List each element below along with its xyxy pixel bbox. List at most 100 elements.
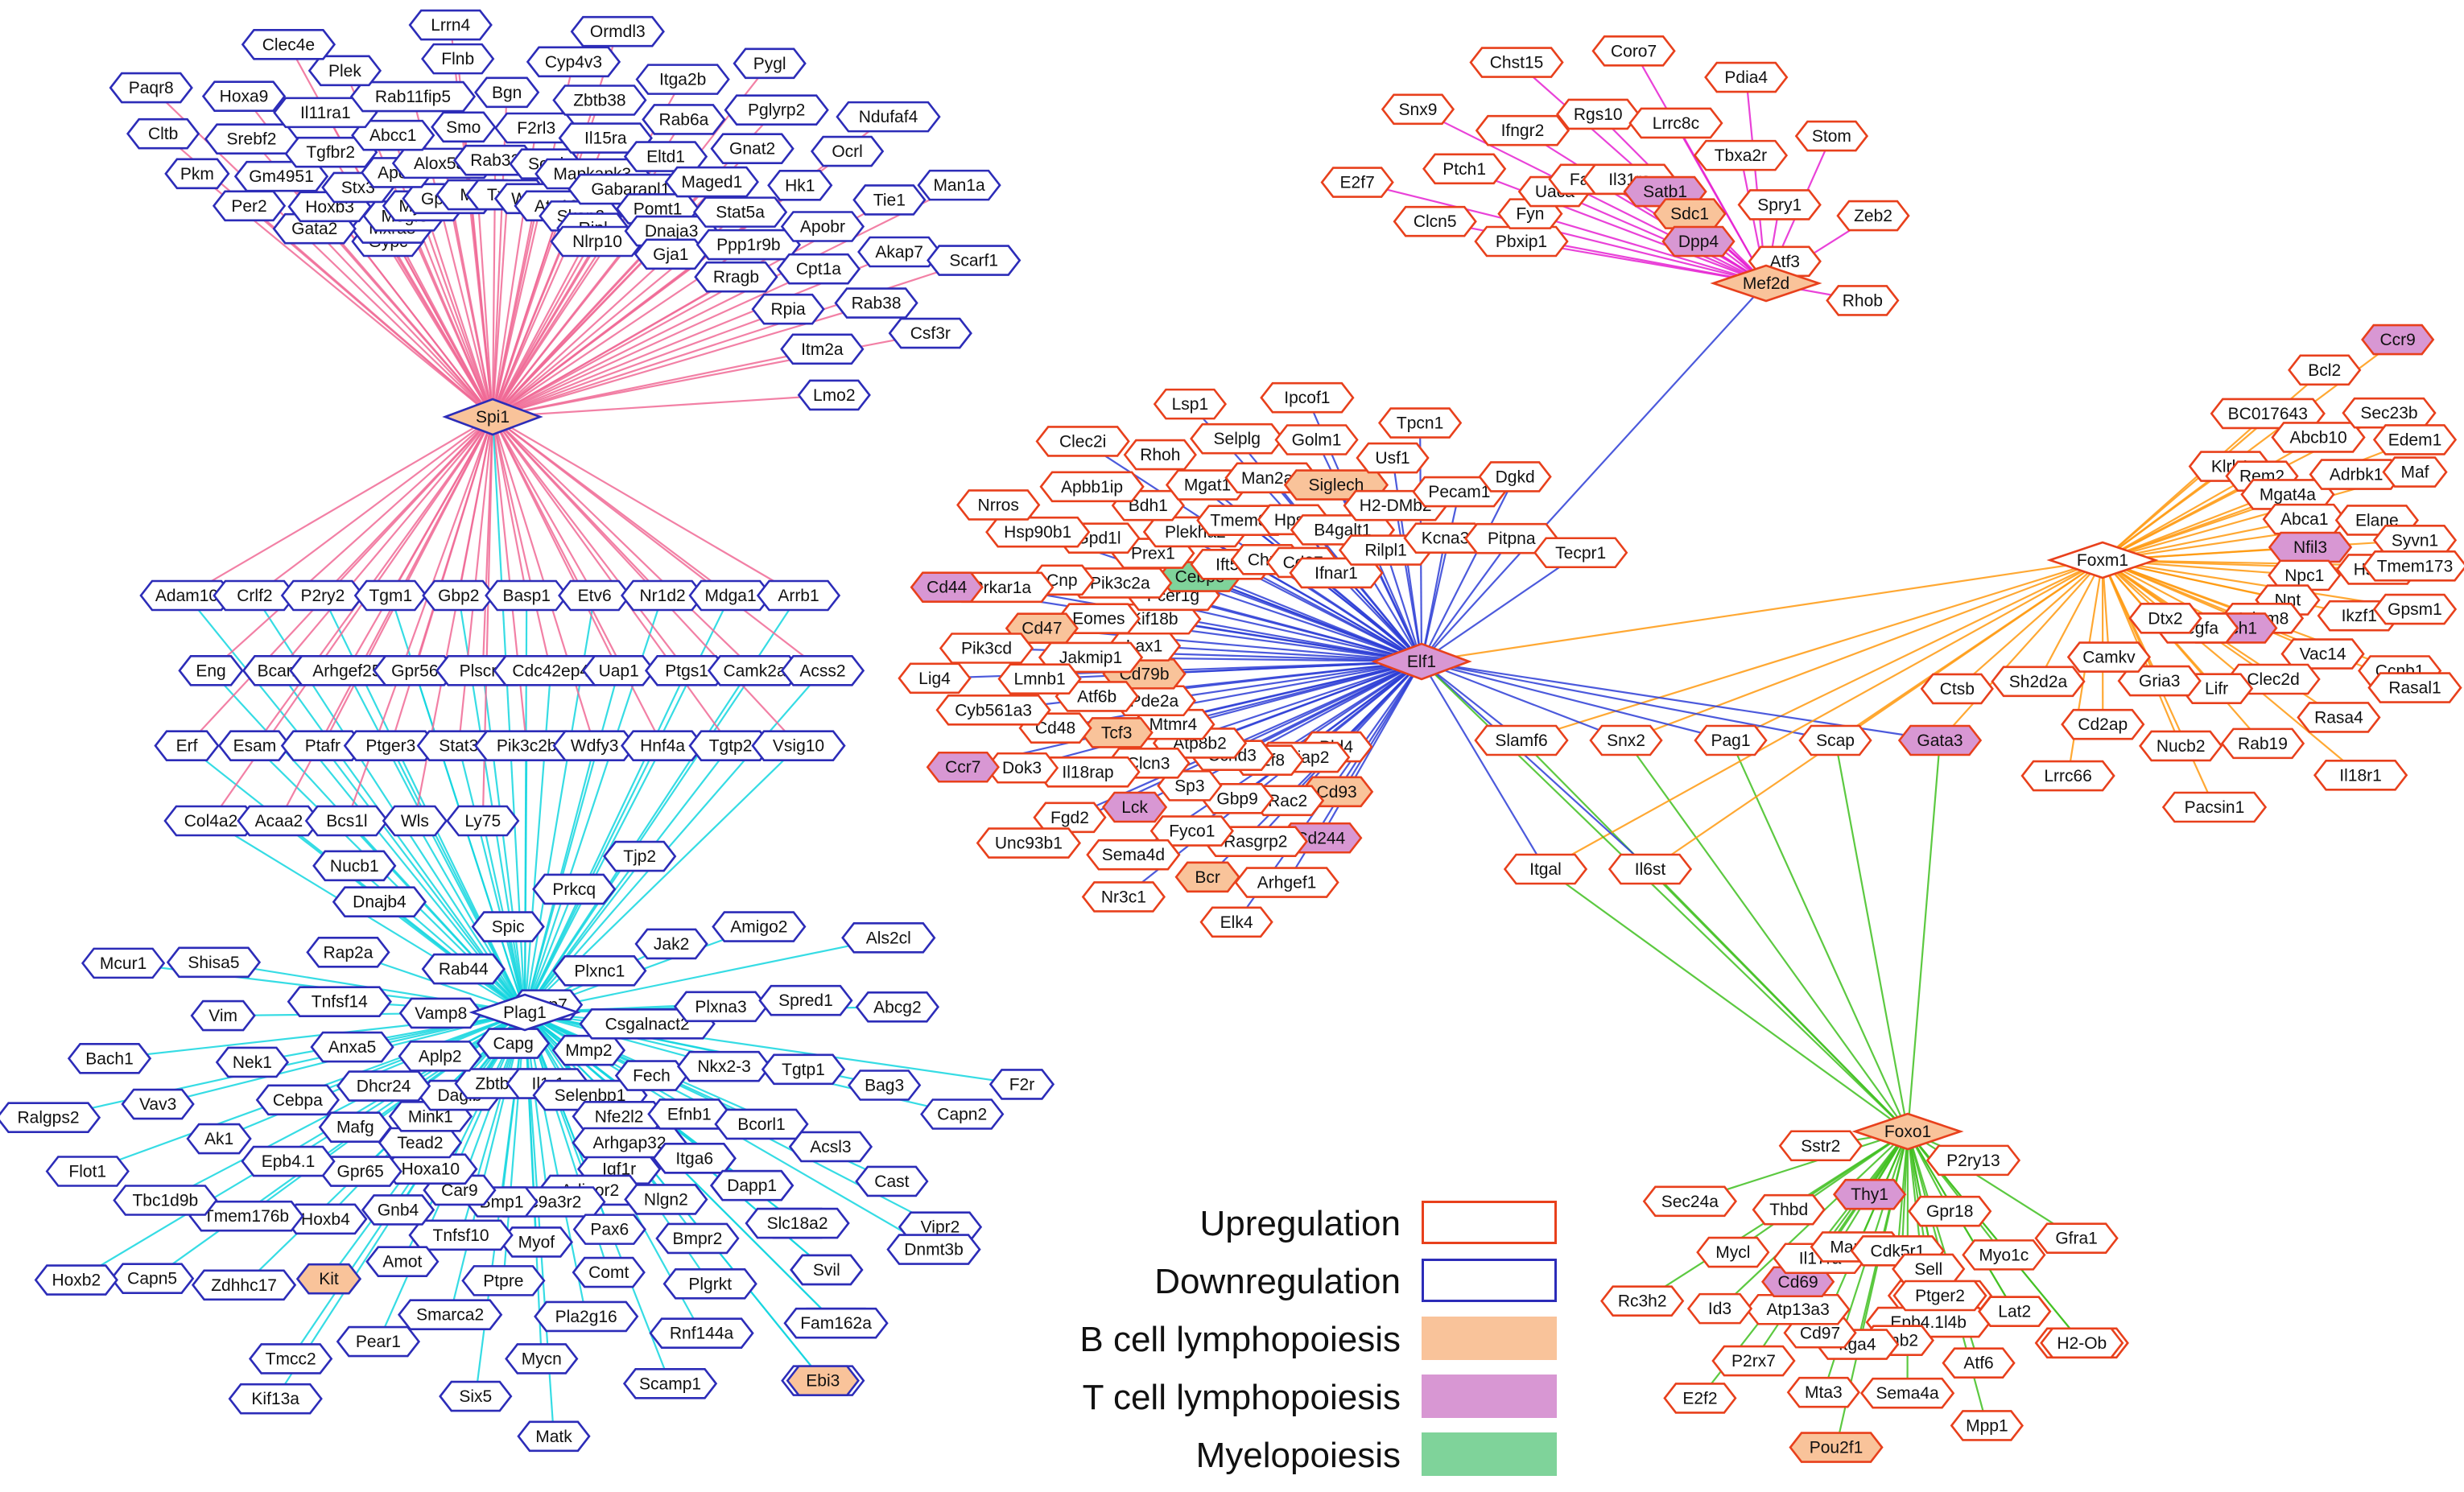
gene-node-bc017643[interactable]: BC017643 bbox=[2210, 398, 2326, 430]
gene-node-kit[interactable]: Kit bbox=[295, 1263, 362, 1295]
gene-node-rab19[interactable]: Rab19 bbox=[2220, 727, 2305, 760]
gene-node-tnfsf14[interactable]: Tnfsf14 bbox=[287, 986, 392, 1017]
gene-node-man1a[interactable]: Man1a bbox=[917, 169, 1001, 201]
gene-node-il6st[interactable]: Il6st bbox=[1608, 853, 1693, 885]
gene-node-ptch1[interactable]: Ptch1 bbox=[1422, 153, 1507, 185]
gene-node-itm2a[interactable]: Itm2a bbox=[780, 333, 865, 365]
gene-node-arhgap32[interactable]: Arhgap32 bbox=[572, 1127, 687, 1159]
gene-node-hoxb4[interactable]: Hoxb4 bbox=[283, 1203, 368, 1235]
gene-node-bcl2[interactable]: Bcl2 bbox=[2288, 354, 2362, 386]
gene-node-e2f7[interactable]: E2f7 bbox=[1320, 167, 1394, 198]
gene-node-tbc1d9b[interactable]: Tbc1d9b bbox=[113, 1185, 218, 1216]
gene-node-ptpre[interactable]: Ptpre bbox=[461, 1265, 546, 1296]
gene-node-cd69[interactable]: Cd69 bbox=[1761, 1266, 1835, 1298]
gene-node-csf3r[interactable]: Csf3r bbox=[888, 317, 972, 349]
gene-node-etv6[interactable]: Etv6 bbox=[558, 579, 632, 612]
gene-node-stat3[interactable]: Stat3 bbox=[416, 730, 501, 761]
gene-node-pkm[interactable]: Pkm bbox=[164, 158, 230, 190]
gene-node-bmpr2[interactable]: Bmpr2 bbox=[655, 1222, 740, 1255]
gene-node-syvn1[interactable]: Syvn1 bbox=[2372, 524, 2458, 556]
gene-node-rc3h2[interactable]: Rc3h2 bbox=[1600, 1285, 1685, 1317]
gene-node-arrb1[interactable]: Arrb1 bbox=[756, 579, 841, 612]
gene-node-ccr7[interactable]: Ccr7 bbox=[926, 751, 1000, 783]
gene-node-dtx2[interactable]: Dtx2 bbox=[2128, 603, 2202, 634]
gene-node-eng[interactable]: Eng bbox=[178, 655, 244, 686]
gene-node-abcc1[interactable]: Abcc1 bbox=[351, 119, 435, 151]
gene-node-lat2[interactable]: Lat2 bbox=[1978, 1296, 2052, 1327]
gene-node-cd47[interactable]: Cd47 bbox=[1005, 612, 1079, 645]
gene-node-sell[interactable]: Sell bbox=[1892, 1253, 1966, 1285]
gene-node-ak1[interactable]: Ak1 bbox=[186, 1123, 252, 1155]
gene-node-atf6[interactable]: Atf6 bbox=[1942, 1347, 2016, 1379]
gene-node-lrrc66[interactable]: Lrrc66 bbox=[2020, 760, 2115, 792]
gene-node-pitpna[interactable]: Pitpna bbox=[1464, 522, 1559, 554]
gene-node-gbp2[interactable]: Gbp2 bbox=[422, 579, 496, 612]
gene-node-nr1d2[interactable]: Nr1d2 bbox=[620, 579, 705, 612]
gene-node-mycn[interactable]: Mycn bbox=[505, 1343, 579, 1375]
gene-node-rragb[interactable]: Rragb bbox=[694, 261, 778, 293]
gene-node-mcur1[interactable]: Mcur1 bbox=[80, 947, 166, 979]
gene-node-gpr18[interactable]: Gpr18 bbox=[1908, 1195, 1992, 1227]
gene-node-sstr2[interactable]: Sstr2 bbox=[1778, 1130, 1863, 1162]
gene-node-paqr8[interactable]: Paqr8 bbox=[109, 72, 193, 104]
gene-node-capn2[interactable]: Capn2 bbox=[920, 1098, 1005, 1130]
gene-node-pear1[interactable]: Pear1 bbox=[336, 1325, 421, 1358]
gene-node-clcn5[interactable]: Clcn5 bbox=[1393, 205, 1477, 237]
gene-node-il18r1[interactable]: Il18r1 bbox=[2313, 759, 2408, 791]
gene-node-cast[interactable]: Cast bbox=[855, 1165, 929, 1197]
gene-node-sh2d2a[interactable]: Sh2d2a bbox=[1991, 666, 2086, 698]
gene-node-pdia4[interactable]: Pdia4 bbox=[1704, 61, 1789, 93]
gene-node-mmp2[interactable]: Mmp2 bbox=[551, 1034, 626, 1066]
gene-node-bcorl1[interactable]: Bcorl1 bbox=[714, 1108, 809, 1140]
gene-node-nrros[interactable]: Nrros bbox=[956, 489, 1041, 521]
gene-node-slamf6[interactable]: Slamf6 bbox=[1474, 724, 1569, 756]
gene-node-apobr[interactable]: Apobr bbox=[780, 211, 865, 242]
gene-node-p2ry2[interactable]: P2ry2 bbox=[280, 579, 365, 612]
gene-node-unc93b1[interactable]: Unc93b1 bbox=[976, 827, 1082, 859]
gene-node-six5[interactable]: Six5 bbox=[439, 1380, 513, 1412]
gene-node-p2ry13[interactable]: P2ry13 bbox=[1925, 1144, 2021, 1177]
gene-node-h2-ob[interactable]: H2-Ob bbox=[2040, 1327, 2124, 1359]
gene-node-stom[interactable]: Stom bbox=[1794, 120, 1869, 152]
gene-node-hk1[interactable]: Hk1 bbox=[767, 169, 833, 201]
gene-node-tmem176b[interactable]: Tmem176b bbox=[188, 1200, 304, 1232]
gene-node-dpp4[interactable]: Dpp4 bbox=[1661, 225, 1736, 258]
gene-node-adam10[interactable]: Adam10 bbox=[139, 579, 234, 612]
gene-node-rab38[interactable]: Rab38 bbox=[834, 287, 918, 319]
gene-node-abcg2[interactable]: Abcg2 bbox=[855, 991, 940, 1023]
gene-node-cd97[interactable]: Cd97 bbox=[1783, 1317, 1857, 1349]
gene-node-nucb2[interactable]: Nucb2 bbox=[2139, 730, 2223, 762]
gene-node-golm1[interactable]: Golm1 bbox=[1274, 424, 1359, 455]
gene-node-p2rx7[interactable]: P2rx7 bbox=[1711, 1345, 1796, 1377]
gene-node-scap[interactable]: Scap bbox=[1798, 724, 1872, 756]
gene-node-pik3cd[interactable]: Pik3cd bbox=[939, 633, 1034, 664]
gene-node-lig4[interactable]: Lig4 bbox=[898, 662, 972, 694]
gene-node-gja1[interactable]: Gja1 bbox=[634, 238, 708, 270]
gene-node-mycl[interactable]: Mycl bbox=[1696, 1236, 1770, 1268]
gene-node-acsl3[interactable]: Acsl3 bbox=[788, 1131, 873, 1163]
gene-node-maf[interactable]: Maf bbox=[2382, 456, 2448, 488]
gene-node-bach1[interactable]: Bach1 bbox=[67, 1042, 152, 1074]
gene-node-mdga1[interactable]: Mdga1 bbox=[688, 579, 773, 612]
gene-node-cebpa[interactable]: Cebpa bbox=[255, 1084, 340, 1116]
gene-node-dnmt3b[interactable]: Dnmt3b bbox=[886, 1234, 981, 1265]
gene-node-kcna3[interactable]: Kcna3 bbox=[1403, 522, 1488, 554]
gene-node-crlf2[interactable]: Crlf2 bbox=[213, 579, 297, 612]
gene-node-ebi3[interactable]: Ebi3 bbox=[786, 1365, 860, 1396]
gene-node-dapp1[interactable]: Dapp1 bbox=[710, 1169, 795, 1201]
gene-node-rhoh[interactable]: Rhoh bbox=[1123, 439, 1197, 471]
gene-node-basp1[interactable]: Basp1 bbox=[485, 579, 569, 612]
gene-node-rasgrp2[interactable]: Rasgrp2 bbox=[1203, 826, 1308, 857]
gene-node-shisa5[interactable]: Shisa5 bbox=[166, 946, 262, 979]
gene-node-bgn[interactable]: Bgn bbox=[473, 76, 540, 109]
gene-node-mgat4a[interactable]: Mgat4a bbox=[2240, 479, 2335, 510]
gene-node-dok3[interactable]: Dok3 bbox=[984, 752, 1059, 784]
gene-node-lsp1[interactable]: Lsp1 bbox=[1153, 388, 1228, 420]
gene-node-lck[interactable]: Lck bbox=[1101, 791, 1168, 823]
gene-node-lrrn4[interactable]: Lrrn4 bbox=[408, 9, 493, 41]
gene-node-scarf1[interactable]: Scarf1 bbox=[927, 245, 1022, 276]
gene-node-uap1[interactable]: Uap1 bbox=[582, 655, 656, 686]
gene-node-myo1c[interactable]: Myo1c bbox=[1962, 1239, 2046, 1271]
gene-node-kif13a[interactable]: Kif13a bbox=[228, 1383, 323, 1415]
gene-node-ralgps2[interactable]: Ralgps2 bbox=[0, 1102, 101, 1134]
